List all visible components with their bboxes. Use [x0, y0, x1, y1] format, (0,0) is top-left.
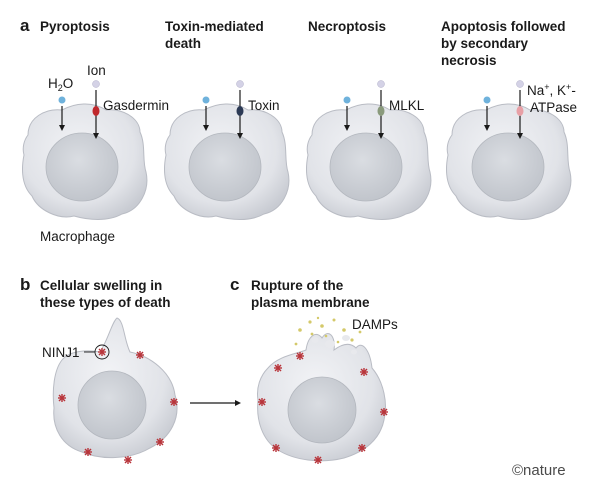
nucleus: [329, 132, 403, 202]
title-b-line2: these types of death: [40, 295, 171, 310]
water-dot-icon: [202, 96, 210, 104]
ninj1-cluster-icon: [357, 443, 367, 453]
nucleus: [77, 370, 147, 440]
damp-particle-icon: [332, 318, 336, 322]
ninj1-cluster-icon: [295, 351, 305, 361]
panel-a-letter: a: [20, 16, 30, 35]
damp-particle-icon: [316, 316, 320, 320]
damp-particle-icon: [336, 340, 340, 344]
damp-particle-icon: [324, 334, 328, 338]
ninj1-cluster-icon: [359, 367, 369, 377]
brand-logo: ©nature: [512, 462, 566, 479]
toxin-pore-icon: [236, 106, 244, 116]
title-c-line2: plasma membrane: [251, 295, 370, 310]
cell-toxin: [163, 103, 290, 220]
ninj1-cluster-icon: [313, 455, 323, 465]
water-dot-icon: [483, 96, 491, 104]
cell-pyroptosis: [21, 103, 148, 220]
nucleus: [287, 376, 357, 444]
title-b-line1: Cellular swelling in: [40, 278, 162, 293]
mlkl-pore-icon: [377, 106, 385, 116]
damp-particle-icon: [298, 328, 302, 332]
ninj1-cluster-icon: [271, 443, 281, 453]
ion-dot-icon: [377, 80, 385, 88]
ninj1-cluster-icon: [155, 437, 165, 447]
ninj1-cluster-icon: [57, 393, 67, 403]
label-atpase: ATPase: [530, 100, 577, 115]
membrane-fragment: [325, 340, 335, 348]
nucleus: [471, 132, 545, 202]
label-gasdermin: Gasdermin: [103, 98, 169, 113]
cell-rupture: [257, 333, 389, 465]
ninj1-cluster-icon: [123, 455, 133, 465]
title-toxin-line1: Toxin-mediated: [165, 19, 264, 34]
ninj1-cluster-icon: [379, 407, 389, 417]
gasdermin-pore-icon: [92, 106, 100, 116]
label-macrophage: Macrophage: [40, 229, 115, 244]
title-necroptosis: Necroptosis: [308, 19, 386, 34]
membrane-fragment: [311, 337, 319, 343]
damp-particle-icon: [358, 330, 362, 334]
label-mlkl: MLKL: [389, 98, 425, 113]
ninj1-cluster-icon: [257, 397, 267, 407]
damp-particle-icon: [310, 332, 314, 336]
title-toxin-line2: death: [165, 36, 201, 51]
ion-dot-icon: [236, 80, 244, 88]
damp-particle-icon: [308, 320, 312, 324]
ion-dot-icon: [516, 80, 524, 88]
nucleus: [188, 132, 262, 202]
title-apoptosis-line3: necrosis: [441, 53, 497, 68]
membrane-fragment: [342, 335, 350, 341]
damp-particle-icon: [350, 338, 354, 342]
cell-swelling: [52, 317, 179, 465]
label-damps: DAMPs: [352, 317, 398, 332]
title-c-line1: Rupture of the: [251, 278, 344, 293]
water-dot-icon: [58, 96, 66, 104]
ninj1-cluster-icon: [169, 397, 179, 407]
label-ion: Ion: [87, 63, 106, 78]
ion-dot-icon: [92, 80, 100, 88]
ninj1-cluster-icon: [83, 447, 93, 457]
panel-b-letter: b: [20, 275, 30, 294]
panel-c-letter: c: [230, 275, 239, 294]
label-toxin: Toxin: [248, 98, 280, 113]
nucleus: [45, 132, 119, 202]
damp-particles: [294, 316, 362, 346]
title-apoptosis-line1: Apoptosis followed: [441, 19, 566, 34]
ninj1-cluster-icon: [97, 347, 107, 357]
label-h2o: H2O: [48, 76, 73, 93]
membrane-fragment: [351, 349, 357, 355]
damp-particle-icon: [342, 328, 346, 332]
label-na-k: Na+, K+-: [527, 82, 576, 98]
cell-apoptosis: [445, 103, 572, 220]
water-dot-icon: [343, 96, 351, 104]
damp-particle-icon: [320, 324, 324, 328]
title-apoptosis-line2: by secondary: [441, 36, 529, 51]
atpase-pump-icon: [516, 106, 524, 116]
cell-necroptosis: [305, 103, 432, 220]
title-pyroptosis: Pyroptosis: [40, 19, 110, 34]
ninj1-cluster-icon: [273, 363, 283, 373]
label-ninj1: NINJ1: [42, 345, 80, 360]
damp-particle-icon: [294, 342, 298, 346]
ninj1-cluster-icon: [135, 350, 145, 360]
